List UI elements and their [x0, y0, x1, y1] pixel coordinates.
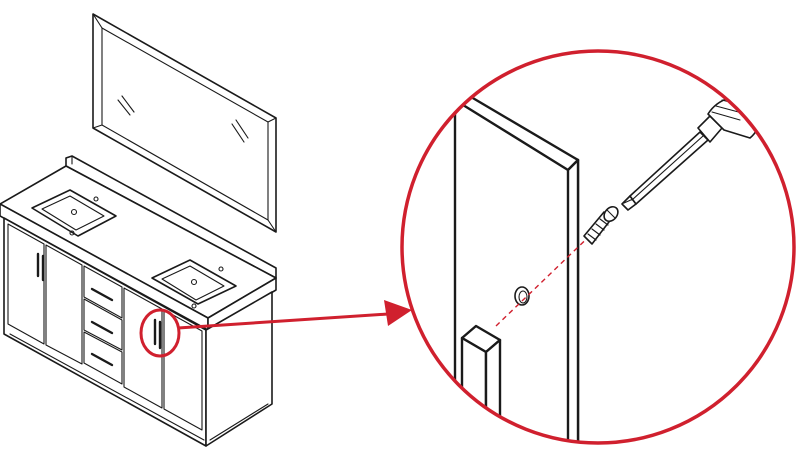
handle-screw-hole-icon	[514, 286, 530, 306]
cabinet-door-handle-icon	[36, 252, 162, 350]
callout-arrow	[177, 300, 412, 330]
drawer-pull-icon	[90, 287, 114, 367]
double-sink-countertop-icon	[31, 189, 237, 309]
vanity-cabinet-icon	[0, 155, 277, 447]
detail-view	[402, 51, 794, 443]
cabinet-door-handle-icon	[460, 324, 502, 443]
alignment-guide-line	[495, 225, 601, 327]
mounting-screw-icon	[583, 205, 619, 245]
detail-magnifier-circle	[400, 49, 796, 445]
vanity-mirror-icon	[92, 13, 277, 233]
handle-highlight-circle	[139, 308, 181, 358]
